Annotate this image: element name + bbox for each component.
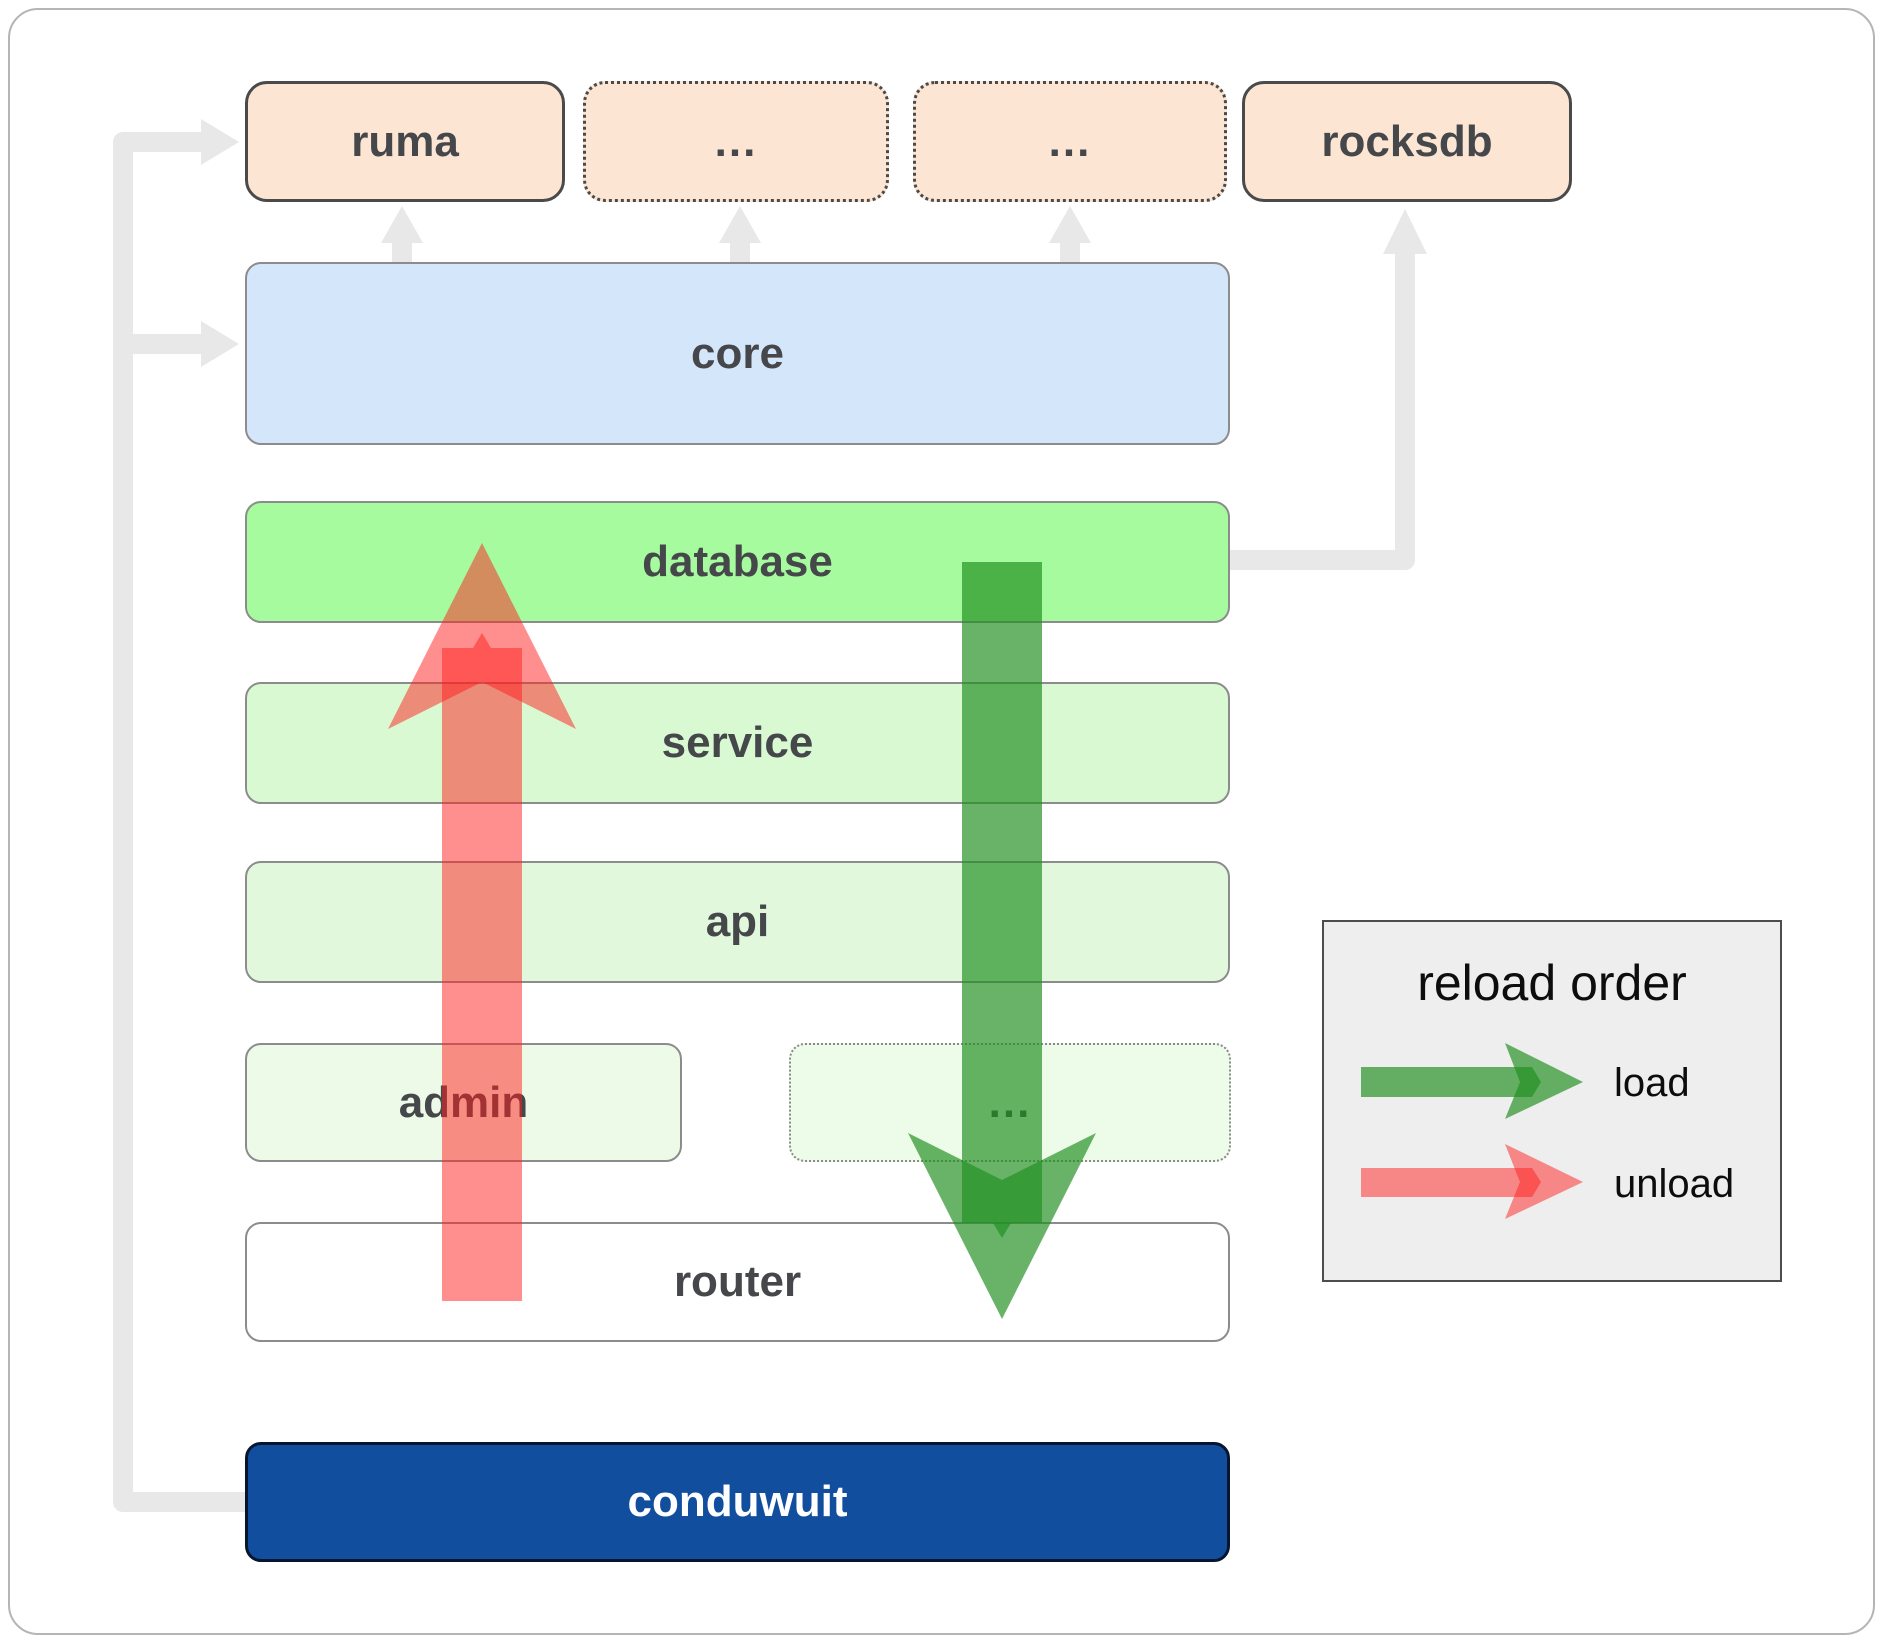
legend-title: reload order — [1417, 955, 1687, 1011]
box-core-label: core — [691, 328, 784, 378]
box-database-label: database — [642, 537, 833, 586]
box-ellipsis-3-label: ... — [988, 1077, 1032, 1127]
box-admin: admin — [245, 1043, 682, 1162]
box-ellipsis-2: ... — [913, 81, 1227, 202]
box-router-label: router — [673, 1257, 802, 1306]
box-conduwuit: conduwuit — [245, 1442, 1230, 1562]
box-service: service — [245, 682, 1230, 804]
box-core: core — [245, 262, 1230, 445]
box-api: api — [245, 861, 1230, 983]
legend-unload-label: unload — [1614, 1161, 1735, 1206]
box-api-label: api — [705, 897, 770, 946]
box-database: database — [245, 501, 1230, 623]
legend-panel: reload order load unload — [1322, 920, 1782, 1282]
box-ruma: ruma — [245, 81, 565, 202]
outer-frame — [8, 8, 1875, 1635]
box-ruma-label: ruma — [351, 116, 459, 166]
box-ellipsis-1-label: ... — [714, 116, 758, 166]
legend-load-label: load — [1614, 1060, 1690, 1105]
box-rocksdb-label: rocksdb — [1321, 116, 1493, 166]
box-conduwuit-label: conduwuit — [627, 1477, 848, 1526]
box-admin-label: admin — [398, 1077, 529, 1127]
box-rocksdb: rocksdb — [1242, 81, 1572, 202]
box-ellipsis-3: ... — [789, 1043, 1231, 1162]
box-router: router — [245, 1222, 1230, 1342]
box-ellipsis-2-label: ... — [1048, 116, 1092, 166]
box-service-label: service — [661, 718, 814, 767]
box-ellipsis-1: ... — [583, 81, 889, 202]
